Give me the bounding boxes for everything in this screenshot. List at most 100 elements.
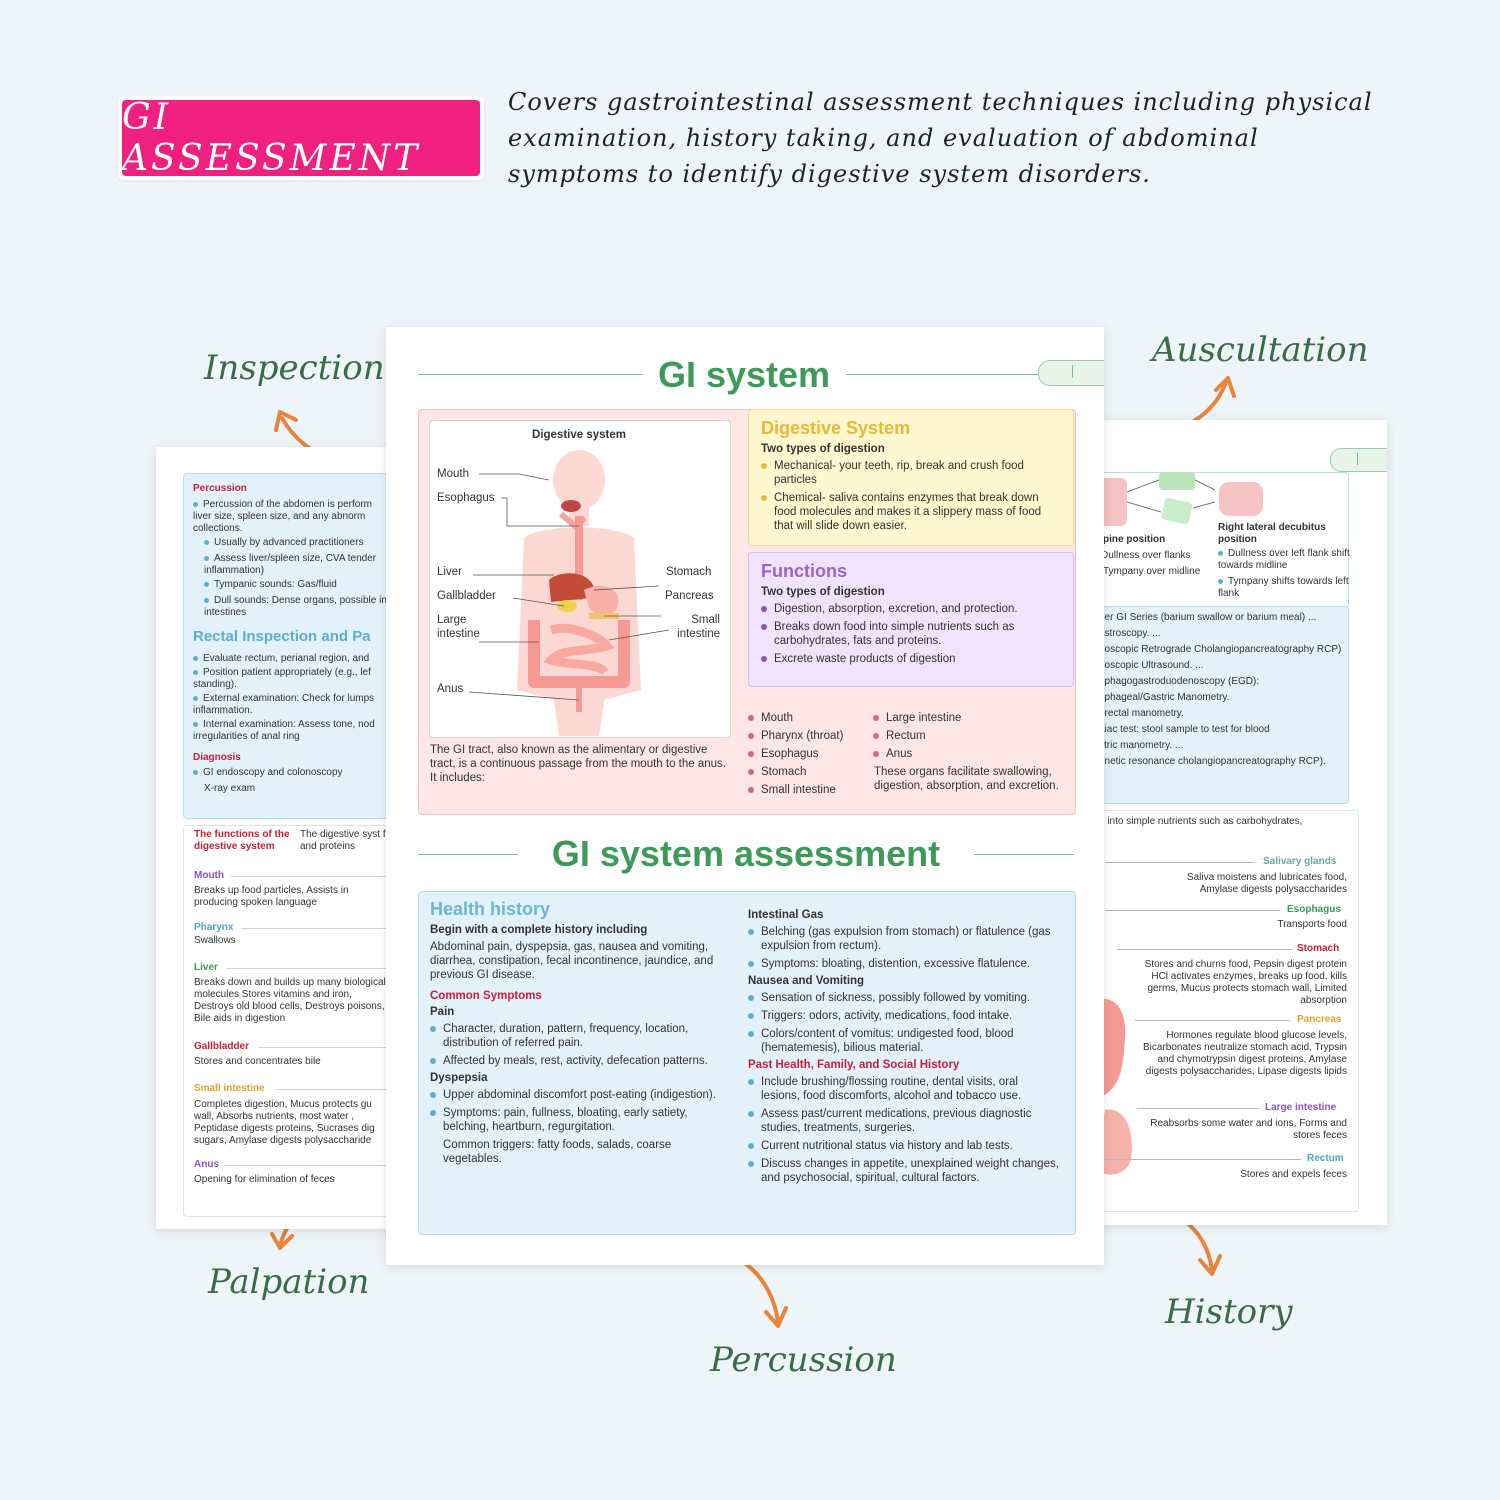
right-organ-name: Stomach	[1297, 943, 1340, 954]
dyspepsia-note: Common triggers: fatty foods, salads, co…	[443, 1139, 672, 1165]
organ-list-col1: Mouth Pharynx (throat) Esophagus Stomach…	[748, 711, 868, 801]
diagram-label: Anus	[437, 683, 464, 695]
left-percussion-item: Usually by advanced practitioners	[204, 537, 394, 549]
test-item: per GI Series (barium swallow or barium …	[1099, 612, 1317, 623]
digestive-item: Chemical- saliva contains enzymes that b…	[761, 491, 1061, 533]
right-tests-panel	[1095, 606, 1349, 804]
test-item: ophageal/Gastric Manometry.	[1099, 692, 1230, 703]
label-inspection: Inspection	[204, 348, 385, 388]
right-organ-line	[1137, 1108, 1259, 1109]
right-organ-text: Stores and churns food, Pepsin digest pr…	[1144, 959, 1347, 1006]
right-organ-text: Transports food	[1277, 919, 1347, 930]
nausea-item: Triggers: odors, activity, medications, …	[748, 1009, 1060, 1023]
left-organ-name: Small intestine	[194, 1083, 265, 1094]
tab-marker	[1330, 448, 1387, 472]
tract-text: The GI tract, also known as the alimenta…	[430, 744, 726, 784]
functions-title: Functions	[761, 561, 847, 581]
tab-marker-tick	[1072, 365, 1073, 378]
right-organ-text: Stores and expels feces	[1240, 1169, 1347, 1180]
supine-title: pine position	[1103, 534, 1166, 545]
right-organ-text: Reabsorbs some water and ions, Forms and…	[1150, 1118, 1347, 1141]
nausea-item: Sensation of sickness, possibly followed…	[748, 991, 1060, 1005]
test-item: doscopic Ultrasound. ...	[1099, 660, 1204, 671]
left-diagnosis-item: GI endoscopy and colonoscopy	[193, 767, 393, 779]
left-organ-name: Pharynx	[194, 922, 234, 933]
gas-item: Symptoms: bloating, distention, excessiv…	[748, 957, 1060, 971]
organs-note: These organs facilitate swallowing, dige…	[874, 766, 1059, 792]
functions-item: Breaks down food into simple nutrients s…	[761, 620, 1061, 648]
right-organ-name: Esophagus	[1287, 904, 1341, 915]
health-history-col2: Intestinal Gas Belching (gas expulsion f…	[748, 905, 1060, 1189]
left-diagnosis-title: Diagnosis	[193, 752, 241, 763]
gas-item: Belching (gas expulsion from stomach) or…	[748, 925, 1060, 953]
right-organ-line	[1117, 949, 1292, 950]
right-organ-line	[1105, 862, 1255, 863]
left-organ-name: Mouth	[194, 870, 224, 881]
left-organ-name: Liver	[194, 962, 218, 973]
left-organ-text: Breaks down and builds up many biologica…	[194, 977, 386, 1024]
organ-item: Pharynx (throat)	[748, 729, 868, 743]
tab-marker	[1038, 360, 1104, 386]
left-organ-name: Anus	[194, 1159, 219, 1170]
right-organ-name: Rectum	[1307, 1153, 1344, 1164]
right-organ-text: Hormones regulate blood glucose levels, …	[1143, 1030, 1347, 1077]
test-item: gnetic resonance cholangiopancreatograph…	[1099, 756, 1326, 767]
digestive-system-title: Digestive System	[761, 418, 911, 438]
title-rule-left	[418, 374, 643, 375]
left-percussion-title: Percussion	[193, 483, 247, 494]
pain-item: Affected by meals, rest, activity, defec…	[430, 1054, 730, 1068]
left-organ-line	[258, 1047, 396, 1048]
supine-item: Tympany over midline	[1103, 566, 1201, 577]
organ-item: Stomach	[748, 765, 868, 779]
left-organ-text: Swallows	[194, 935, 236, 946]
test-item: stric manometry. ...	[1099, 740, 1184, 751]
left-organ-line	[224, 1165, 396, 1166]
digestive-system-panel: Digestive System Two types of digestion …	[748, 409, 1074, 546]
position-illustrations-icon	[1097, 472, 1263, 526]
rld-item: Tympany shifts towards left flank	[1218, 576, 1349, 599]
past-item: Discuss changes in appetite, unexplained…	[748, 1157, 1060, 1185]
left-organ-name: Gallbladder	[194, 1041, 250, 1052]
nausea-item: Colors/content of vomitus: undigested fo…	[748, 1027, 1060, 1055]
digestive-item: Mechanical- your teeth, rip, break and c…	[761, 459, 1061, 487]
left-organ-line	[226, 968, 396, 969]
left-rectal-title: Rectal Inspection and Pa	[193, 628, 371, 645]
label-history: History	[1165, 1292, 1293, 1332]
title-badge: GI ASSESSMENT	[118, 96, 484, 180]
functions-subtitle: Two types of digestion	[761, 586, 885, 598]
right-organ-name: Large intestine	[1265, 1102, 1337, 1113]
diagram-label: Esophagus	[437, 492, 495, 504]
test-item: doscopic Retrograde Cholangiopancreatogr…	[1099, 644, 1342, 655]
nausea-title: Nausea and Vomiting	[748, 975, 865, 987]
right-organs-panel	[1095, 810, 1359, 1212]
functions-panel: Functions Two types of digestion Digesti…	[748, 552, 1074, 687]
organ-item: Esophagus	[748, 747, 868, 761]
diagram-label: Large intestine	[437, 614, 480, 640]
left-percussion-item: Dull sounds: Dense organs, possible in i…	[204, 595, 387, 618]
diagram-label: Gallbladder	[437, 590, 496, 602]
organ-item: Mouth	[748, 711, 868, 725]
diagram-label: Small intestine	[677, 614, 720, 640]
right-organ-line	[1135, 1020, 1290, 1021]
functions-item: Excrete waste products of digestion	[761, 652, 1061, 666]
left-organ-line	[274, 1089, 396, 1090]
left-organ-text: Breaks up food particles, Assists in pro…	[194, 885, 349, 908]
dyspepsia-item: Upper abdominal discomfort post-eating (…	[430, 1088, 730, 1102]
past-history-title: Past Health, Family, and Social History	[748, 1059, 960, 1071]
left-organ-line	[231, 876, 396, 877]
right-organ-name: Pancreas	[1297, 1014, 1342, 1025]
test-item: ophagogastroduodenoscopy (EGD):	[1099, 676, 1260, 687]
gi-assessment-title: GI system assessment	[551, 833, 941, 874]
functions-item: Digestion, absorption, excretion, and pr…	[761, 602, 1061, 616]
left-sheet: Percussion Percussion of the abdomen is …	[156, 447, 396, 1229]
left-diagnosis-item: X-ray exam	[204, 783, 256, 794]
left-percussion-panel	[183, 473, 396, 819]
past-item: Assess past/current medications, previou…	[748, 1107, 1060, 1135]
right-organ-line	[1105, 910, 1280, 911]
left-organ-line	[241, 928, 396, 929]
test-item: astroscopy. ...	[1099, 628, 1161, 639]
left-functions-title: The functions of the digestive system	[194, 829, 290, 852]
tab-marker-tick	[1357, 453, 1358, 465]
label-percussion: Percussion	[710, 1340, 897, 1380]
organ-item: Rectum	[873, 729, 1073, 743]
